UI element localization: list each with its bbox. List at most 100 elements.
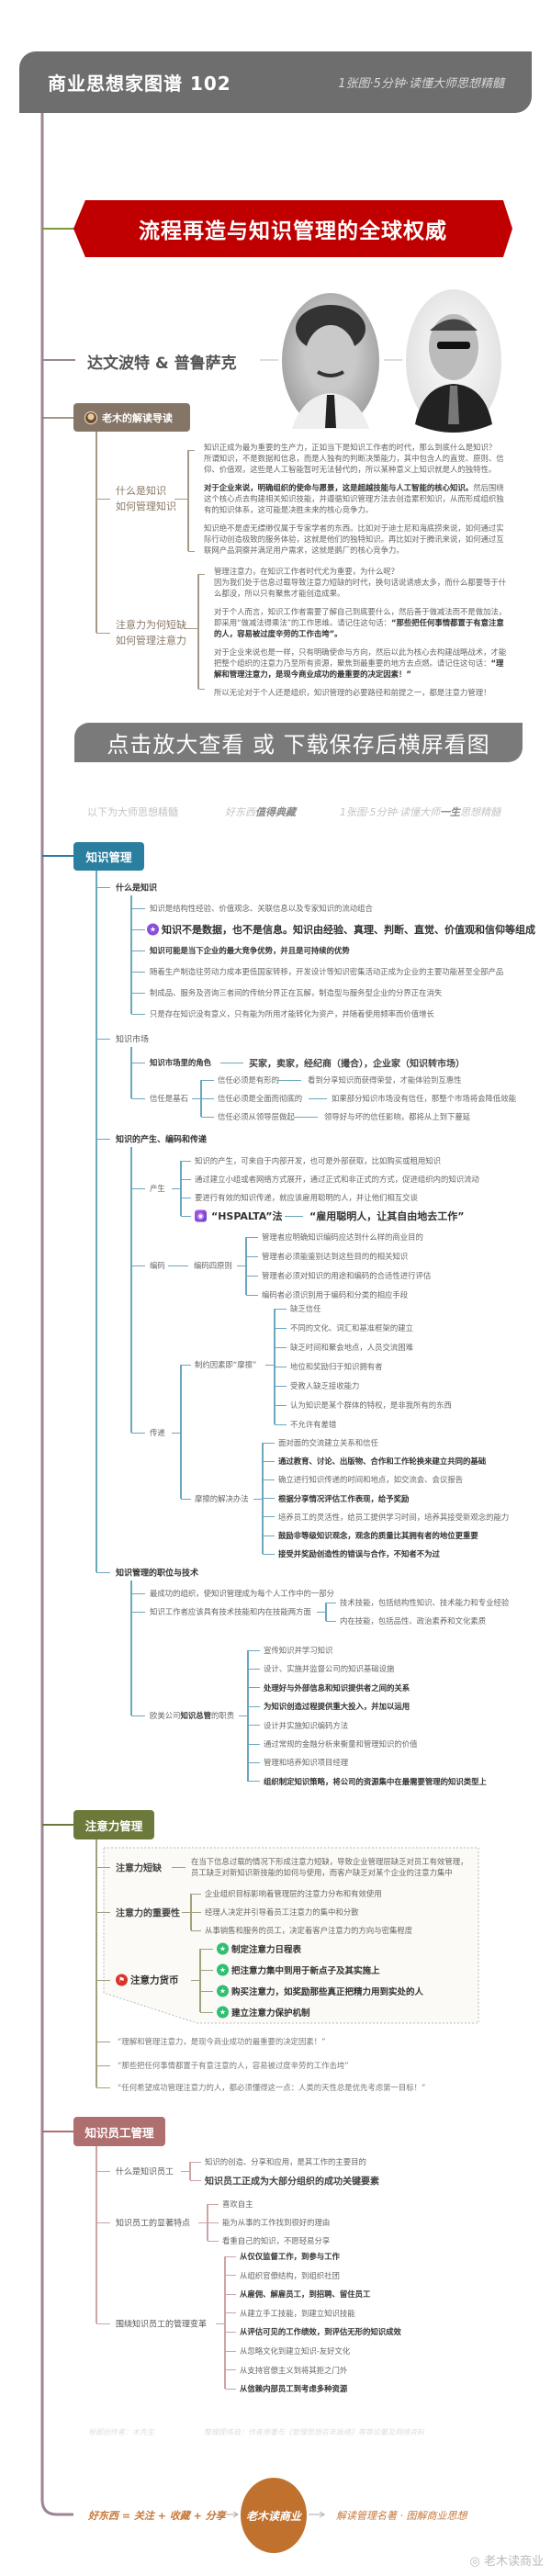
currency-item: 建立注意力保护机制 [231, 2008, 310, 2019]
star-icon: ★ [217, 2006, 229, 2019]
worker-trait: 看重自己的知识，不愿轻易分享 [222, 2236, 331, 2245]
connector-line [181, 1160, 191, 1162]
knowledge-market-label: 知识市场 [116, 1035, 150, 1045]
guide-paragraph: 知识绝不是虚无缥缈仅属于专家学者的东西。比如对于迪士尼和海底捞来说，如何通过实际… [204, 523, 507, 556]
connector-line [174, 498, 188, 500]
guide-tag: 老木的解读导读 [73, 403, 190, 432]
market-roles: 买家，卖家，经纪商（撮合），企业家（知识转市场） [249, 1059, 465, 1070]
connector-line [96, 1911, 110, 1913]
connector-line [263, 1516, 275, 1518]
paragraph-segment: “理解和管理注意力，是现今商业成功的最重要的决定因素！” [214, 658, 504, 679]
author-photo-davenport [282, 293, 379, 429]
attention-quote: “任何希望成功管理注意力的人，都必须懂得这一点：人类的天性总是优先考虑第一目标！… [118, 2083, 426, 2092]
friction-item: 缺乏信任 [290, 1304, 321, 1313]
connector-line [131, 1187, 145, 1189]
connector-line [275, 1346, 287, 1348]
solution-item: 确立进行知识传递的时间和地点，如交流会、会议报告 [278, 1475, 463, 1485]
tagline-part: 1张图·5分钟·读懂大师 [340, 806, 440, 818]
coding-principle: 管理者应明确知识编码应达到什么样的商业目的 [262, 1232, 423, 1242]
cko-duty: 管理和培养知识项目经理 [264, 1758, 349, 1768]
connector-line [248, 1687, 260, 1689]
connector-line [285, 1215, 303, 1217]
header-title: 商业思想家图谱 102 [48, 73, 231, 95]
guide-section-1-title: 什么是知识如何管理知识 [116, 483, 176, 514]
connector-line [201, 1079, 214, 1081]
connector-line [246, 1275, 258, 1277]
tree-line [130, 1047, 132, 1098]
guide-paragraph: 管理注意力，在知识工作者时代尤为重要，为什么呢？ 因为我们处于信息过载导致注意力… [214, 566, 510, 599]
worker-trait: 能为从事的工作找到很好的理由 [222, 2218, 331, 2227]
coding-label: 编码 [150, 1261, 165, 1270]
knowledge-item: 随着生产制造往劳动力成本更低国家转移，开发设计等知识密集活动正成为企业的主要功能… [150, 967, 504, 976]
friction-item: 不同的文化、词汇和基准框架的建立 [290, 1323, 413, 1333]
authors-name: 达文波特 & 普鲁萨克 [87, 354, 237, 373]
arrow-right-head [319, 2511, 325, 2518]
guide-section-1-paragraphs: 知识正成为最为重要的生产力，正如当下是知识工作者的时代，那么到底什么是知识？ 所… [204, 442, 507, 563]
reform-item: 从评估可见的工作绩效，到评估无形的知识成效 [240, 2327, 401, 2337]
tree-line [187, 450, 189, 551]
connector-line [225, 2312, 236, 2314]
knowledge-flow-label: 知识的产生、编码和传递 [116, 1135, 208, 1145]
importance-item: 从事销售和服务的员工，决定着客户注意力的方向与密集程度 [205, 1926, 413, 1935]
brand-slogan: 解读管理名著 · 图解商业思想 [336, 2510, 467, 2522]
tagline-part: 一生 [440, 806, 460, 818]
star-icon: ★ [147, 923, 159, 936]
cko-duty: 为知识创造过程提供重大投入，并加以运用 [264, 1702, 410, 1712]
solution-item: 通过教育、讨论、出版物、合作和工作轮换来建立共同的基础 [278, 1457, 487, 1467]
star-icon: ★ [217, 1963, 229, 1976]
reform-item: 从组织官僚结构，到组织社团 [240, 2270, 340, 2280]
trust-rule: 信任必须是全面而彻底的 [218, 1094, 303, 1103]
flag-icon: ⚑ [116, 1974, 128, 1986]
connector-line [294, 1116, 318, 1118]
connector-line [208, 2222, 219, 2223]
friction-item: 认为知识是某个群体的特权，是非我所有的东西 [290, 1400, 452, 1410]
friction-item: 缺乏时间和聚会地点，人员交流困难 [290, 1343, 413, 1352]
connector-line [131, 1097, 145, 1099]
connector-line [198, 2222, 208, 2223]
solution-item: 鼓励非等级知识观念，观念的质量比其拥有者的地位更重要 [278, 1531, 478, 1540]
connector-line [225, 2388, 236, 2390]
roles-item: 最成功的组织，使知识管理成为每个人工作中的一部分 [150, 1589, 334, 1598]
am-topic-box: 注意力管理 [73, 1810, 154, 1839]
coding-principle: 管理者必须对知识的用途和编码的合适性进行评估 [262, 1271, 432, 1280]
connector-line [263, 1479, 275, 1480]
watermark: ◎ 老木读商业 [470, 2551, 545, 2569]
tree-line [274, 1309, 276, 1424]
attention-dashed-frame [103, 1847, 479, 2024]
coding-principles-label: 编码四原则 [194, 1261, 232, 1270]
connector-line [200, 1969, 213, 1971]
friction-item: 不允许有差错 [290, 1420, 337, 1429]
knowledge-item: 知识是结构性经验、价值观念、关联信息以及专家知识的流动组合 [150, 904, 373, 913]
connector-line [181, 1364, 191, 1366]
guide-paragraph: 对于企业来说也是一样，只有明确使命与方向，然后以此为核心去构建战略战术，才能把整… [214, 647, 510, 680]
zoom-hint-banner: 点击放大查看 或 下载保存后横屏看图 [74, 723, 523, 762]
connector-line [248, 1743, 260, 1745]
cko-duty: 设计、实施并监督公司的知识基础设施 [264, 1664, 395, 1674]
friction-item: 地位和奖励归于知识拥有者 [290, 1362, 383, 1371]
connector-line [131, 1013, 145, 1015]
importance-item: 经理人决定并引导着员工注意力的集中和分散 [205, 1907, 359, 1917]
knowledge-item: 知识可能是当下企业的最大竞争优势，并且是可持续的优势 [150, 946, 350, 955]
connector-line [263, 1535, 275, 1536]
connector-line [248, 1668, 260, 1670]
tagline-essence: 以下为大师思想精髓 [87, 806, 178, 818]
connector-line [131, 992, 145, 994]
importance-item: 企业组织目标影响着管理层的注意力分布和有效使用 [205, 1889, 382, 1898]
attention-currency-label: 注意力货币 [130, 1974, 179, 1986]
connector-line [225, 2369, 236, 2371]
paragraph-segment: 知识绝不是虚无缥缈仅属于专家学者的东西。比如对于迪士尼和海底捞来说，如何通过实际… [204, 523, 504, 555]
connector-line [191, 1929, 201, 1931]
connector-line [253, 1498, 263, 1500]
credit-author: 导图创作者：木先生 [88, 2428, 154, 2436]
header-subtitle: 1张图·5分钟·读懂大师思想精髓 [338, 77, 504, 91]
paragraph-segment: 知识正成为最为重要的生产力，正如当下是知识工作者的时代，那么到底什么是知识？ 所… [204, 443, 504, 474]
connector-line [96, 886, 110, 888]
transfer-label: 传递 [150, 1428, 165, 1437]
connector-line [208, 2240, 219, 2242]
guide-section-2-paragraphs: 管理注意力，在知识工作者时代尤为重要，为什么呢？ 因为我们处于信息过载导致注意力… [214, 566, 510, 705]
worker-traits-label: 知识员工的显著特点 [116, 2219, 191, 2229]
avatar-icon [84, 411, 97, 424]
connector-line [200, 2011, 213, 2013]
currency-item: 制定注意力日程表 [231, 1945, 302, 1955]
generation-item: 知识的产生，可来自于内部开发，也可是外部获取，比如购买或租用知识 [195, 1156, 441, 1165]
